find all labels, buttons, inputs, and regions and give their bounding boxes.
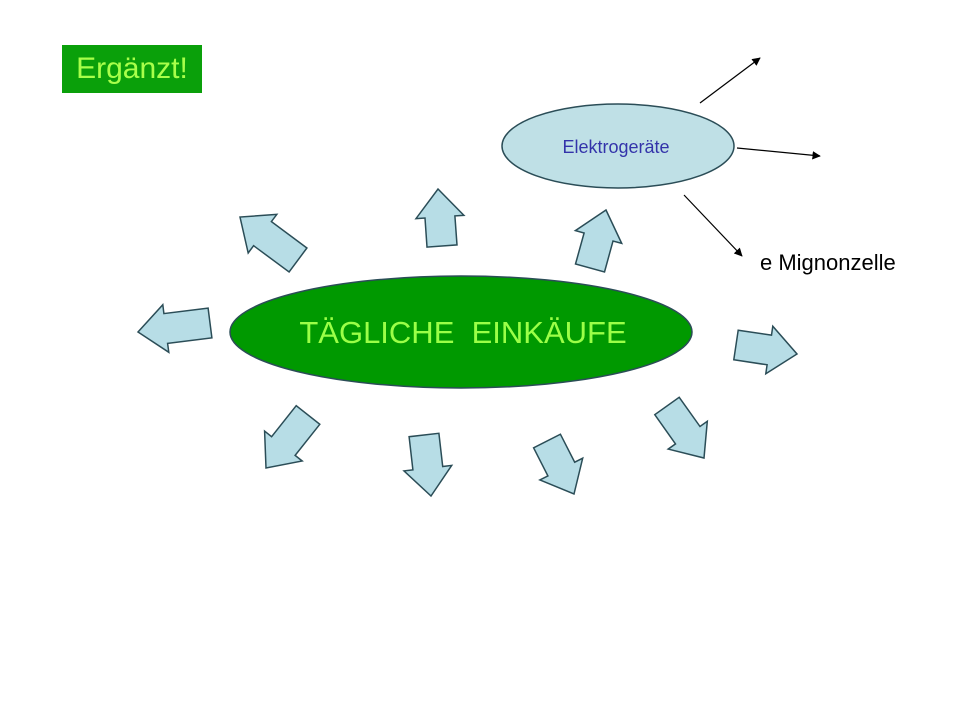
arrow-down-left [263, 404, 321, 469]
radiating-arrows-group [136, 187, 799, 498]
arrow-left [136, 302, 213, 354]
arrow-down-center [532, 433, 584, 496]
central-topic-label: TÄGLICHE EINKÄUFE [299, 315, 626, 350]
arrow-down [402, 432, 454, 498]
arrow-down-right [653, 396, 709, 459]
arrow-up-right [573, 208, 624, 273]
branch-arrow-upper [699, 57, 761, 104]
central-topic-node[interactable] [229, 275, 693, 389]
arrow-right [732, 324, 799, 376]
completed-badge: Ergänzt! [62, 45, 202, 93]
arrow-up [414, 187, 466, 248]
arrow-up-left [239, 213, 308, 274]
branch-arrow-lower [683, 194, 743, 257]
leaf-label-mignonzelle: e Mignonzelle [760, 250, 896, 275]
subtopic-label: Elektrogeräte [562, 137, 669, 157]
subtopic-node[interactable] [501, 103, 735, 189]
branch-arrow-middle [736, 147, 821, 160]
